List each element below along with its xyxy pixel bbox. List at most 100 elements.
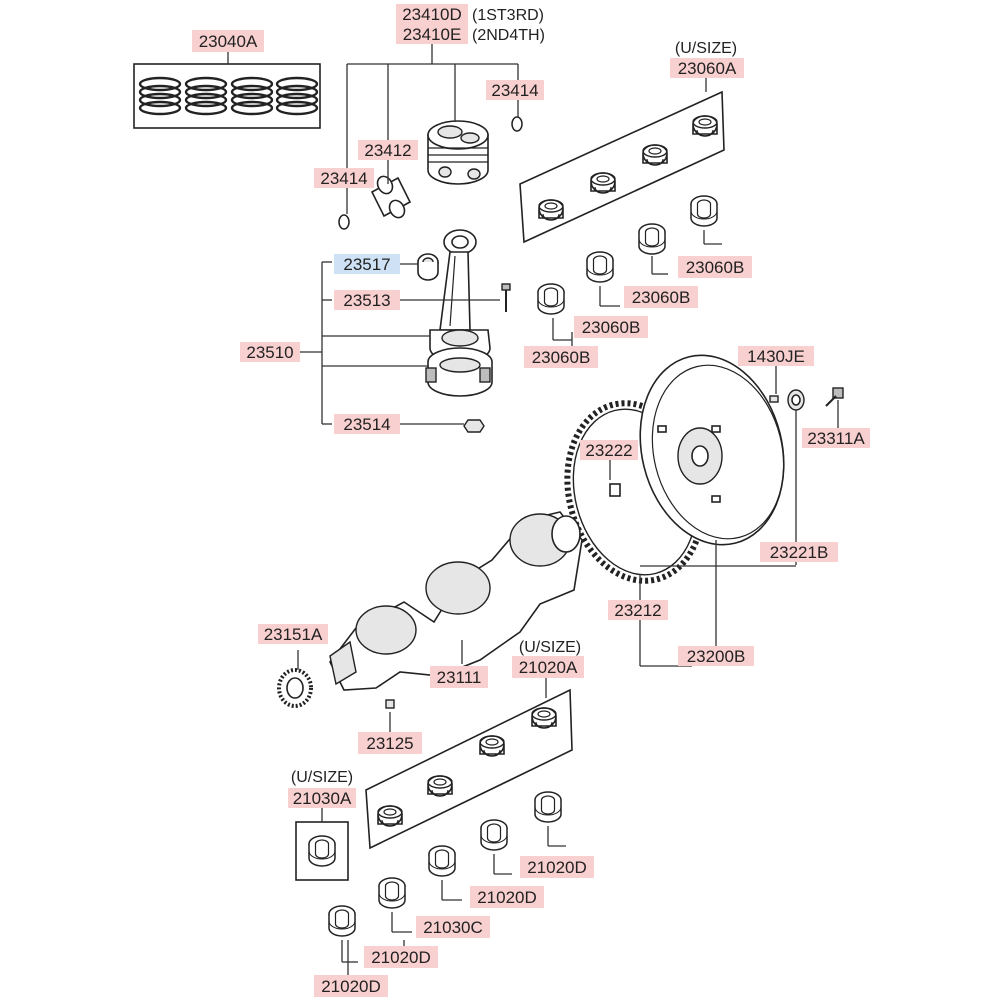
label-21030A[interactable]: 21030A [288, 788, 356, 808]
svg-text:23517: 23517 [343, 255, 390, 274]
label-23410E[interactable]: 23410E [396, 24, 468, 44]
rod-bearing-3[interactable] [638, 223, 666, 255]
piston-ring-2[interactable] [184, 76, 228, 116]
main-bearing-undersize-frame [365, 688, 573, 850]
label-23040A[interactable]: 23040A [192, 30, 264, 52]
main-bearing-us-3[interactable] [479, 735, 505, 757]
main-bearing-2[interactable] [378, 877, 406, 909]
rod-bearing-us-2[interactable] [590, 172, 616, 194]
svg-text:23060B: 23060B [632, 288, 691, 307]
svg-text:23060B: 23060B [582, 318, 641, 337]
main-bearing-3[interactable] [480, 819, 508, 851]
label-21030C[interactable]: 21030C [416, 916, 490, 938]
svg-text:23040A: 23040A [199, 32, 258, 51]
note-1st3rd: (1ST3RD) [472, 7, 544, 24]
piston-pin[interactable] [370, 174, 412, 220]
piston-ring-4[interactable] [275, 76, 319, 116]
label-23151A[interactable]: 23151A [258, 624, 328, 644]
main-bearing-4[interactable] [534, 791, 562, 823]
svg-text:23410E: 23410E [403, 25, 462, 44]
label-23412[interactable]: 23412 [358, 140, 418, 160]
main-bearing-us-1[interactable] [377, 805, 403, 827]
piston[interactable] [427, 120, 489, 185]
label-23311A[interactable]: 23311A [802, 428, 870, 448]
rod-bearing-us-3[interactable] [642, 144, 668, 166]
label-21020A[interactable]: 21020A [512, 656, 584, 678]
crankshaft-key[interactable] [385, 699, 395, 709]
label-23410D[interactable]: 23410D [396, 4, 468, 24]
label-23517[interactable]: 23517 [334, 254, 400, 274]
piston-pin-clip-right[interactable] [511, 116, 523, 132]
crankshaft-sprocket[interactable] [277, 668, 313, 708]
connecting-rod[interactable] [429, 229, 491, 363]
piston-ring-frame [133, 63, 321, 129]
drive-plate[interactable] [621, 340, 803, 560]
rod-bearing-us-1[interactable] [538, 199, 564, 221]
label-23514[interactable]: 23514 [334, 414, 400, 434]
svg-text:23311A: 23311A [807, 429, 865, 448]
rod-bearing-1[interactable] [537, 283, 565, 315]
label-23060A[interactable]: 23060A [670, 58, 744, 78]
label-23513[interactable]: 23513 [334, 290, 400, 310]
label-23221B[interactable]: 23221B [760, 542, 838, 562]
flywheel-bolt[interactable] [825, 387, 844, 407]
svg-text:21030C: 21030C [423, 918, 483, 937]
rod-bearing-us-4[interactable] [692, 115, 718, 137]
label-21020D-3[interactable]: 21020D [470, 886, 544, 908]
label-23060B-2[interactable]: 23060B [574, 316, 648, 338]
label-23212[interactable]: 23212 [608, 600, 668, 620]
label-23414-left[interactable]: 23414 [314, 168, 374, 188]
piston-ring-1[interactable] [138, 76, 182, 116]
connecting-rod-nut[interactable] [463, 419, 485, 433]
small-end-bushing[interactable] [417, 253, 439, 281]
svg-text:23151A: 23151A [264, 625, 323, 644]
main-bearing-us-4[interactable] [531, 707, 557, 729]
pilot-bushing[interactable] [787, 389, 805, 411]
note-undersize-main-bearing: (U/SIZE) [519, 639, 581, 656]
rod-bearing-4[interactable] [690, 195, 718, 227]
note-2nd4th: (2ND4TH) [472, 27, 545, 44]
thrust-bearing[interactable] [428, 845, 456, 877]
svg-text:23060B: 23060B [532, 348, 591, 367]
svg-text:23200B: 23200B [687, 647, 746, 666]
main-bearing-1[interactable] [328, 905, 356, 937]
svg-text:23212: 23212 [614, 601, 661, 620]
svg-text:1430JE: 1430JE [747, 347, 805, 366]
connecting-rod-group [300, 229, 511, 433]
label-21020D-2[interactable]: 21020D [364, 946, 438, 968]
main-bearing-us-2[interactable] [427, 775, 453, 797]
rod-bearing-2[interactable] [586, 251, 614, 283]
label-23414-right[interactable]: 23414 [486, 80, 544, 100]
connecting-rod-cap[interactable] [425, 347, 493, 397]
svg-text:23111: 23111 [437, 668, 482, 687]
label-1430JE[interactable]: 1430JE [738, 346, 814, 366]
flywheel-dowel-pin[interactable] [769, 395, 779, 403]
svg-text:23514: 23514 [343, 415, 390, 434]
ring-gear-dowel[interactable] [609, 483, 621, 497]
connecting-rod-bolt[interactable] [501, 283, 511, 312]
label-23060B-4[interactable]: 23060B [678, 256, 752, 278]
label-21020D-4[interactable]: 21020D [520, 856, 594, 878]
crankshaft[interactable] [329, 511, 583, 691]
note-undersize-rod-bearing: (U/SIZE) [675, 40, 737, 57]
rod-bearing-group [519, 78, 725, 346]
svg-text:23414: 23414 [491, 81, 538, 100]
label-23222[interactable]: 23222 [580, 440, 638, 460]
thrust-bearing-us[interactable] [308, 835, 336, 867]
label-23060B-3[interactable]: 23060B [624, 286, 698, 308]
label-23200B[interactable]: 23200B [678, 646, 754, 666]
svg-text:23513: 23513 [343, 291, 390, 310]
label-23060B-1[interactable]: 23060B [524, 346, 598, 368]
label-23125[interactable]: 23125 [358, 732, 422, 754]
label-23510[interactable]: 23510 [240, 342, 300, 362]
label-23111[interactable]: 23111 [430, 666, 488, 688]
svg-text:21020D: 21020D [527, 858, 587, 877]
svg-text:23410D: 23410D [402, 5, 462, 24]
svg-text:21030A: 21030A [293, 789, 352, 808]
piston-ring-3[interactable] [230, 76, 274, 116]
svg-text:23222: 23222 [585, 441, 632, 460]
piston-pin-clip-left[interactable] [338, 214, 350, 230]
label-21020D-1[interactable]: 21020D [314, 975, 388, 997]
svg-text:23221B: 23221B [770, 543, 829, 562]
